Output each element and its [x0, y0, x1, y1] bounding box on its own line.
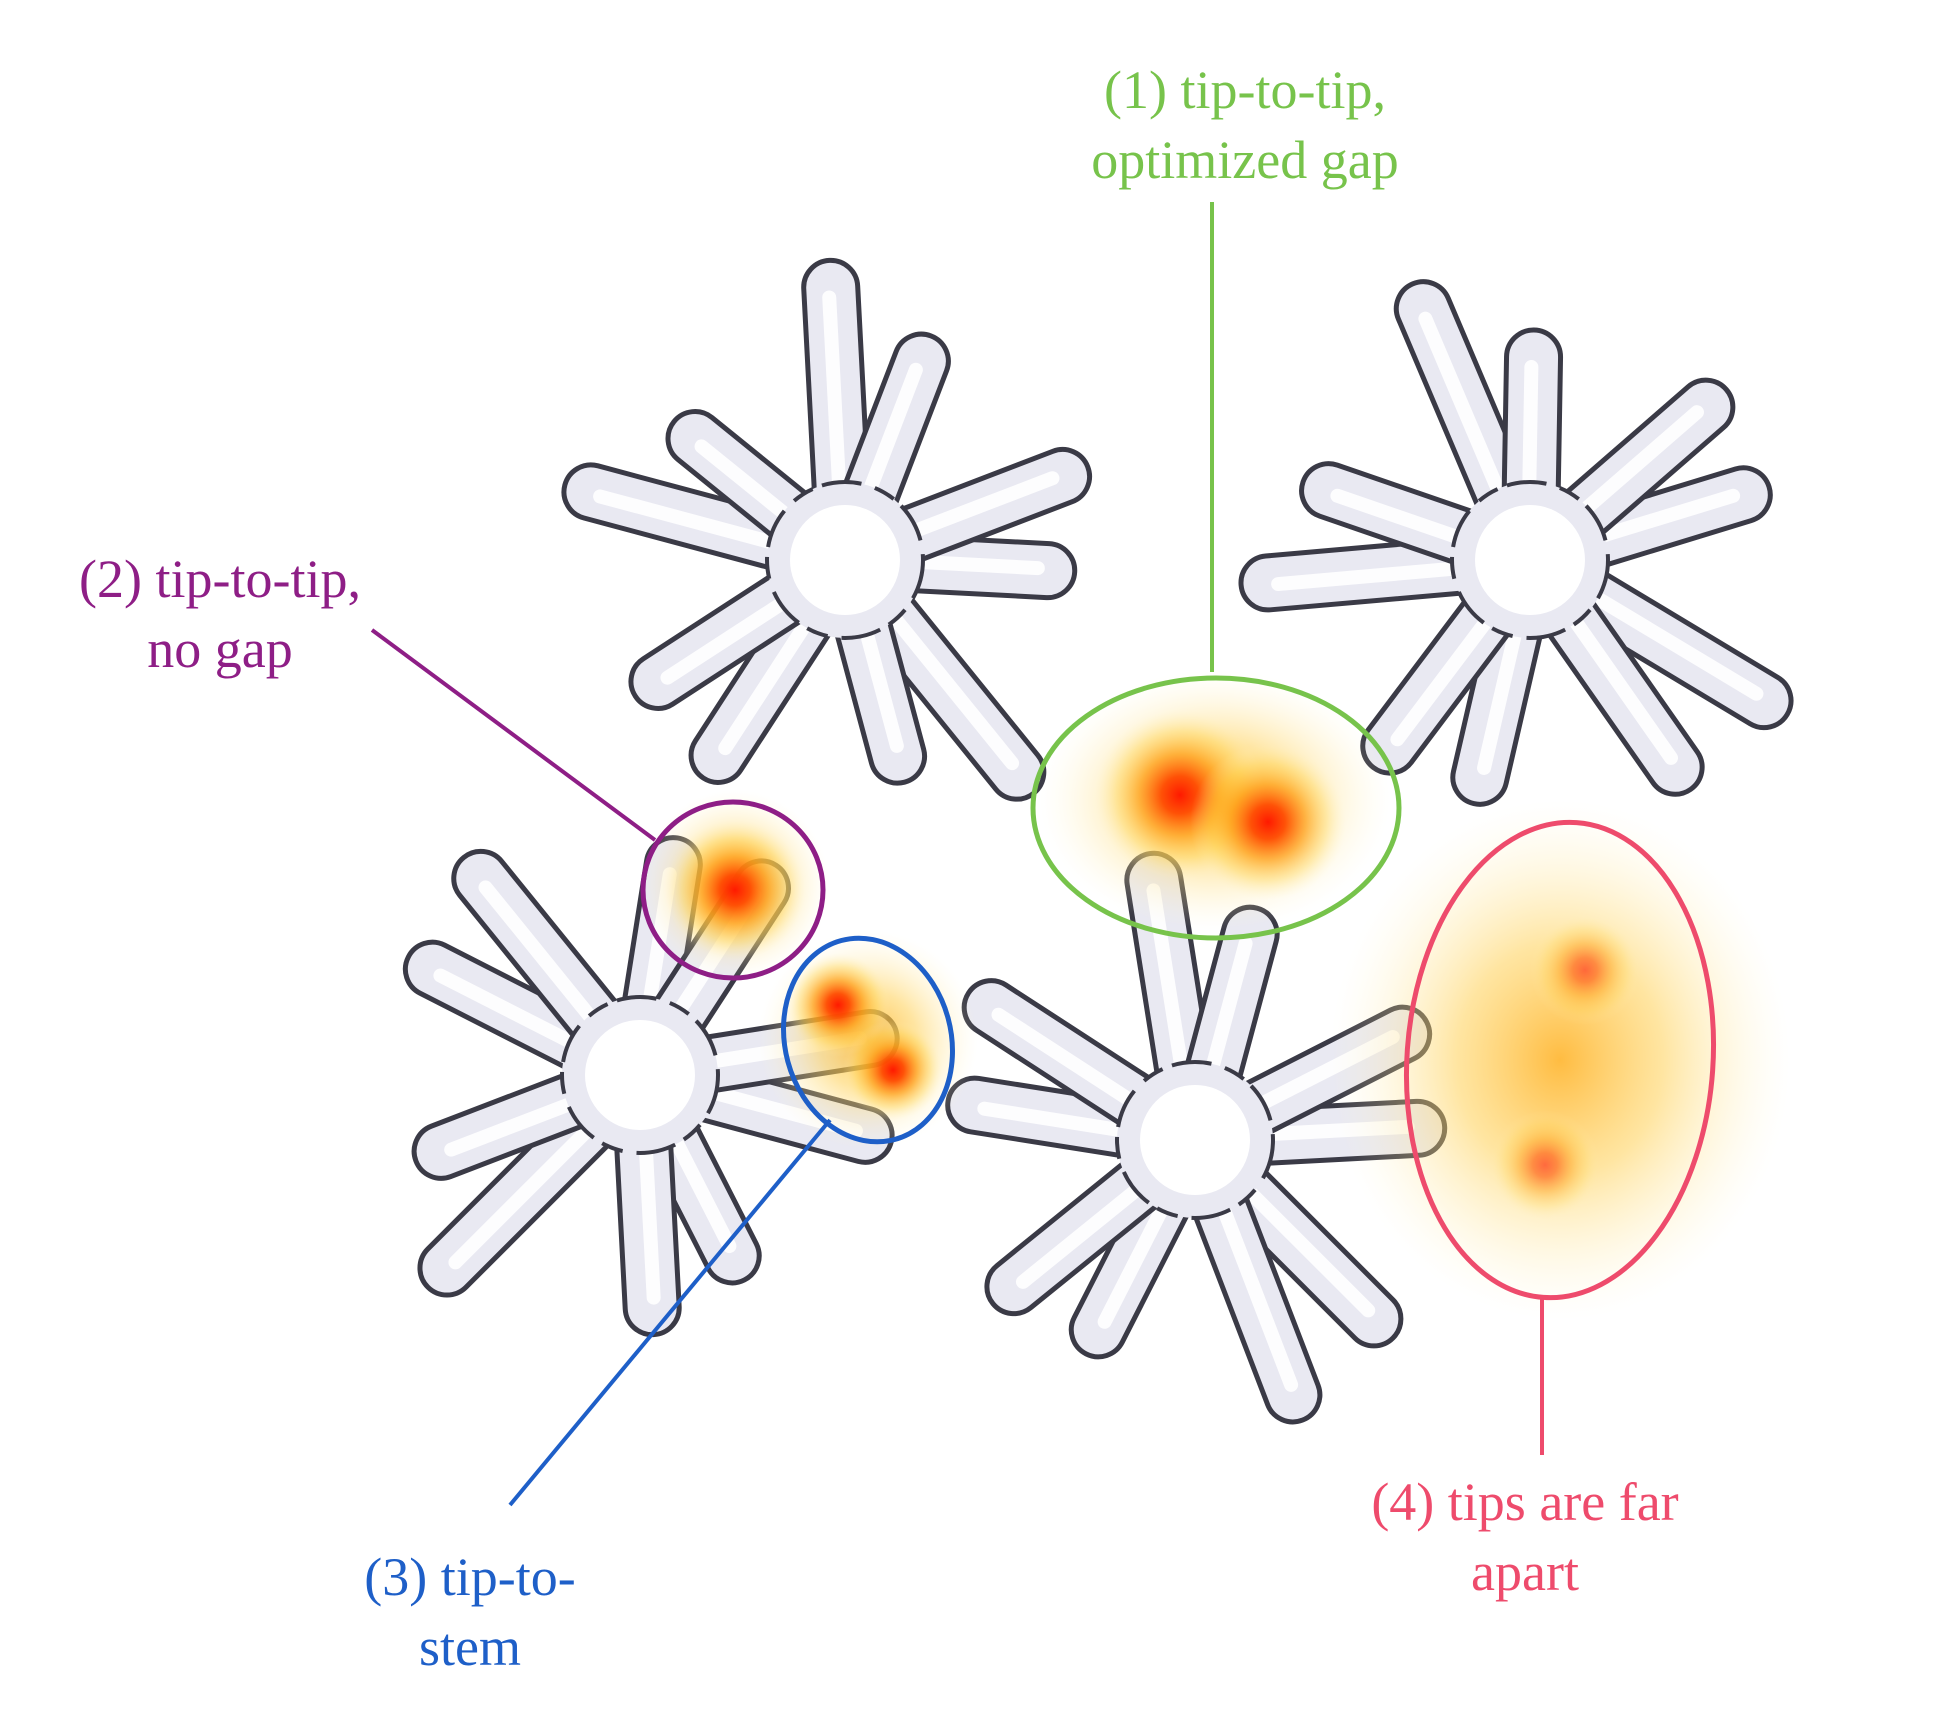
star-bottom-left-core-highlight — [585, 1020, 695, 1130]
star-top-left-arm-highlight — [822, 290, 849, 531]
annotation-3-label-line1: (3) tip-to- — [364, 1547, 575, 1607]
star-bottom-left-arm-highlight — [478, 880, 623, 1055]
hotspots — [640, 670, 1790, 1320]
hotspot-4a — [1530, 915, 1640, 1025]
star-bottom-center-core-highlight — [1140, 1085, 1250, 1195]
star-bottom-center-arm-highlight — [1146, 883, 1195, 1111]
annotation-2-leader — [370, 628, 657, 842]
star-bottom-center-arm-highlight — [1203, 1166, 1299, 1392]
annotation-3-label-line2: stem — [419, 1617, 521, 1677]
annotations: (1) tip-to-tip, optimized gap (2) tip-to… — [79, 60, 1717, 1677]
annotation-2: (2) tip-to-tip, no gap — [79, 549, 826, 981]
annotation-1-ellipse — [1030, 675, 1402, 941]
star-bottom-center-arm-highlight — [1215, 1157, 1376, 1318]
star-top-left-arm-highlight — [862, 580, 1020, 771]
star-bottom-left-arm-highlight — [448, 1095, 623, 1270]
star-bottom-center-arm-highlight — [991, 1007, 1170, 1129]
annotation-3-ellipse — [781, 935, 955, 1145]
star-top-left-core-highlight — [790, 505, 900, 615]
hotspot-1b — [1190, 744, 1346, 900]
star-top-left — [561, 257, 1093, 802]
star-top-right — [1238, 279, 1794, 807]
annotation-4-label-line2: apart — [1471, 1542, 1579, 1602]
annotation-4: (4) tips are far apart — [1371, 819, 1717, 1602]
star-top-left-arm-highlight — [718, 585, 834, 756]
annotation-2-ellipse — [640, 799, 826, 981]
annotation-1: (1) tip-to-tip, optimized gap — [1030, 60, 1402, 941]
hotspot-3b — [843, 1020, 943, 1120]
annotation-3-leader — [508, 1118, 832, 1507]
hotspot-4b — [1490, 1110, 1600, 1220]
annotation-2-label-line1: (2) tip-to-tip, — [79, 549, 361, 609]
star-top-right-arm-highlight — [1545, 582, 1679, 765]
hotspot-4-glow — [1330, 800, 1790, 1320]
annotation-3: (3) tip-to- stem — [364, 935, 955, 1677]
star-top-right-arm-highlight — [1418, 311, 1521, 534]
annotation-1-label-line1: (1) tip-to-tip, — [1104, 60, 1386, 120]
star-top-right-arm-highlight — [1390, 583, 1517, 747]
star-top-right-arm-highlight — [1271, 558, 1501, 592]
annotation-2-label-line2: no gap — [147, 619, 292, 679]
annotation-4-label-line1: (4) tips are far — [1371, 1472, 1678, 1532]
annotation-1-label-line2: optimized gap — [1091, 130, 1398, 190]
hotspot-2 — [665, 820, 805, 960]
star-top-left-arm-highlight — [593, 489, 816, 560]
star-top-right-arm-highlight — [1555, 570, 1764, 701]
annotation-4-ellipse — [1403, 819, 1717, 1301]
star-top-right-core-highlight — [1475, 505, 1585, 615]
